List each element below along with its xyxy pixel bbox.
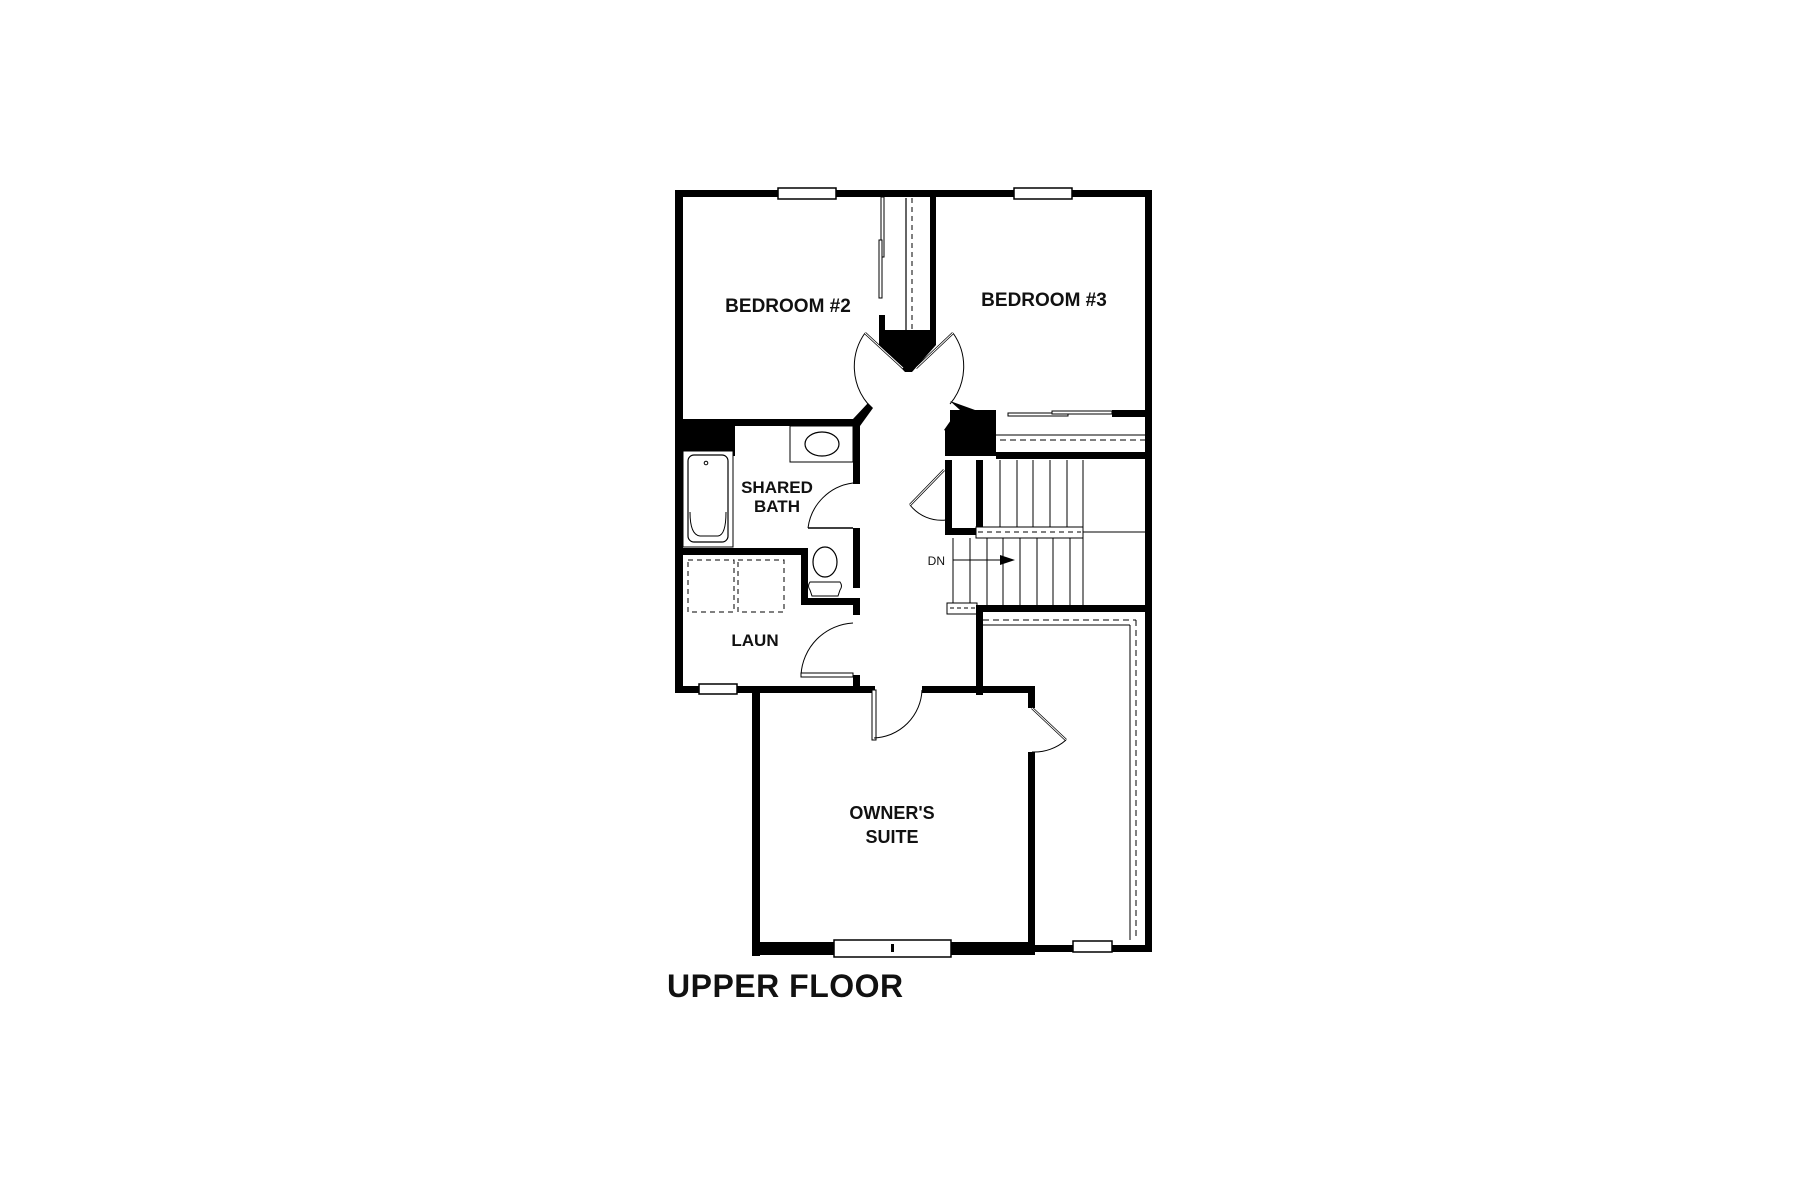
bedroom2-bottom-wall: [675, 403, 873, 426]
label-laundry: LAUN: [731, 631, 778, 650]
label-owners-suite-line1: OWNER'S: [849, 803, 934, 823]
bedroom3-closet: [944, 401, 1147, 459]
label-shared-bath-line1: SHARED: [741, 478, 813, 497]
bedroom-doors: [853, 332, 965, 405]
stair-block: [909, 460, 1152, 615]
label-shared-bath-line2: BATH: [754, 497, 800, 516]
label-owners-suite-line2: SUITE: [865, 827, 918, 847]
window-laundry: [698, 683, 738, 695]
stair-direction-label: DN: [928, 554, 945, 568]
window-bedroom2: [777, 187, 837, 200]
laundry: [687, 559, 860, 693]
window-corridor: [1072, 940, 1113, 953]
owners-suite: [752, 686, 1067, 952]
right-corridor: [976, 605, 1137, 940]
bedroom-closet: [878, 195, 936, 372]
window-bedroom3: [1013, 187, 1073, 200]
shared-bath: [682, 419, 860, 605]
floor-title: UPPER FLOOR: [667, 968, 904, 1004]
label-bedroom2: BEDROOM #2: [725, 296, 851, 317]
label-bedroom3: BEDROOM #3: [981, 290, 1107, 311]
